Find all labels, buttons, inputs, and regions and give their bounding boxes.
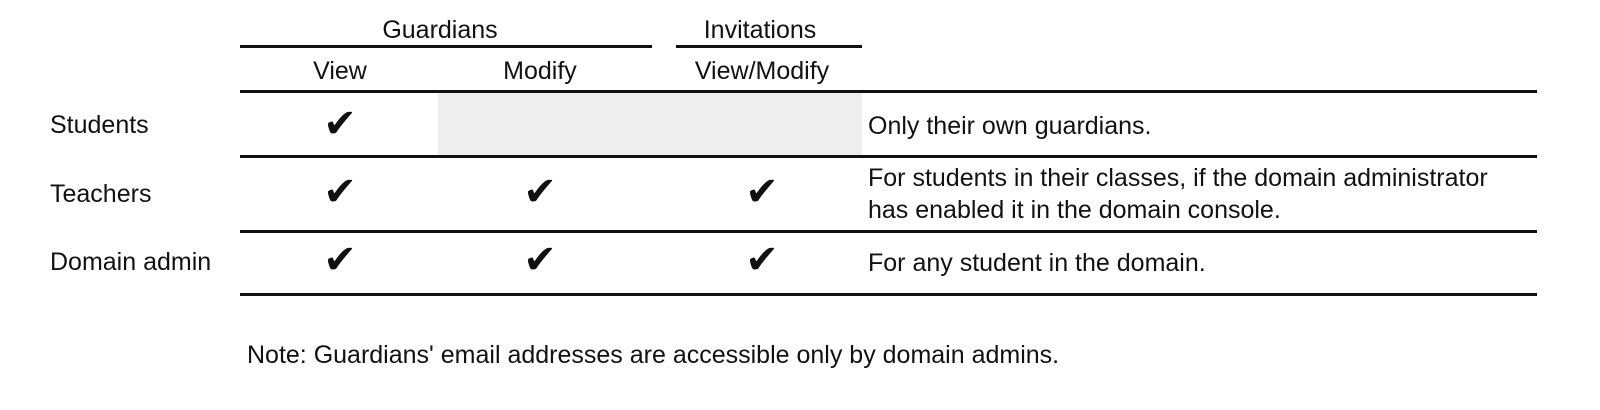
row-separator-rule-students bbox=[240, 155, 1537, 158]
checkmark-icon-domain-admin-invitations-view-modify: ✔ bbox=[745, 237, 779, 283]
table-bottom-rule bbox=[240, 293, 1537, 296]
column-group-rule-guardians bbox=[240, 45, 652, 48]
checkmark-icon-teachers-guardians-modify: ✔ bbox=[523, 169, 557, 215]
description-domain-admin-line-1: For any student in the domain. bbox=[868, 249, 1206, 277]
checkmark-icon-domain-admin-guardians-modify: ✔ bbox=[523, 237, 557, 283]
description-students: Only their own guardians. bbox=[868, 110, 1548, 142]
description-domain-admin: For any student in the domain. bbox=[868, 247, 1548, 279]
row-header-domain-admin: Domain admin bbox=[50, 248, 212, 276]
description-teachers-line-2: has enabled it in the domain console. bbox=[868, 196, 1281, 224]
column-group-header-invitations: Invitations bbox=[703, 16, 817, 44]
row-separator-rule-teachers bbox=[240, 230, 1537, 233]
checkmark-icon-teachers-guardians-view: ✔ bbox=[323, 169, 357, 215]
checkmark-icon-domain-admin-guardians-view: ✔ bbox=[323, 237, 357, 283]
description-teachers: For students in their classes, if the do… bbox=[868, 162, 1548, 226]
disabled-cell-shading-students bbox=[438, 93, 862, 155]
table-note: Note: Guardians' email addresses are acc… bbox=[247, 341, 1060, 369]
column-header-guardians-modify: Modify bbox=[503, 57, 577, 85]
checkmark-icon-students-guardians-view: ✔ bbox=[323, 101, 357, 147]
column-header-invitations-view-modify: View/Modify bbox=[694, 57, 830, 85]
column-group-header-guardians: Guardians bbox=[382, 16, 498, 44]
column-group-rule-invitations bbox=[676, 45, 862, 48]
row-header-teachers: Teachers bbox=[50, 180, 152, 208]
column-header-guardians-view: View bbox=[313, 57, 367, 85]
row-header-students: Students bbox=[50, 111, 149, 139]
checkmark-icon-teachers-invitations-view-modify: ✔ bbox=[745, 169, 779, 215]
description-teachers-line-1: For students in their classes, if the do… bbox=[868, 164, 1488, 192]
header-separator-rule bbox=[240, 90, 1537, 93]
description-students-line-1: Only their own guardians. bbox=[868, 112, 1152, 140]
